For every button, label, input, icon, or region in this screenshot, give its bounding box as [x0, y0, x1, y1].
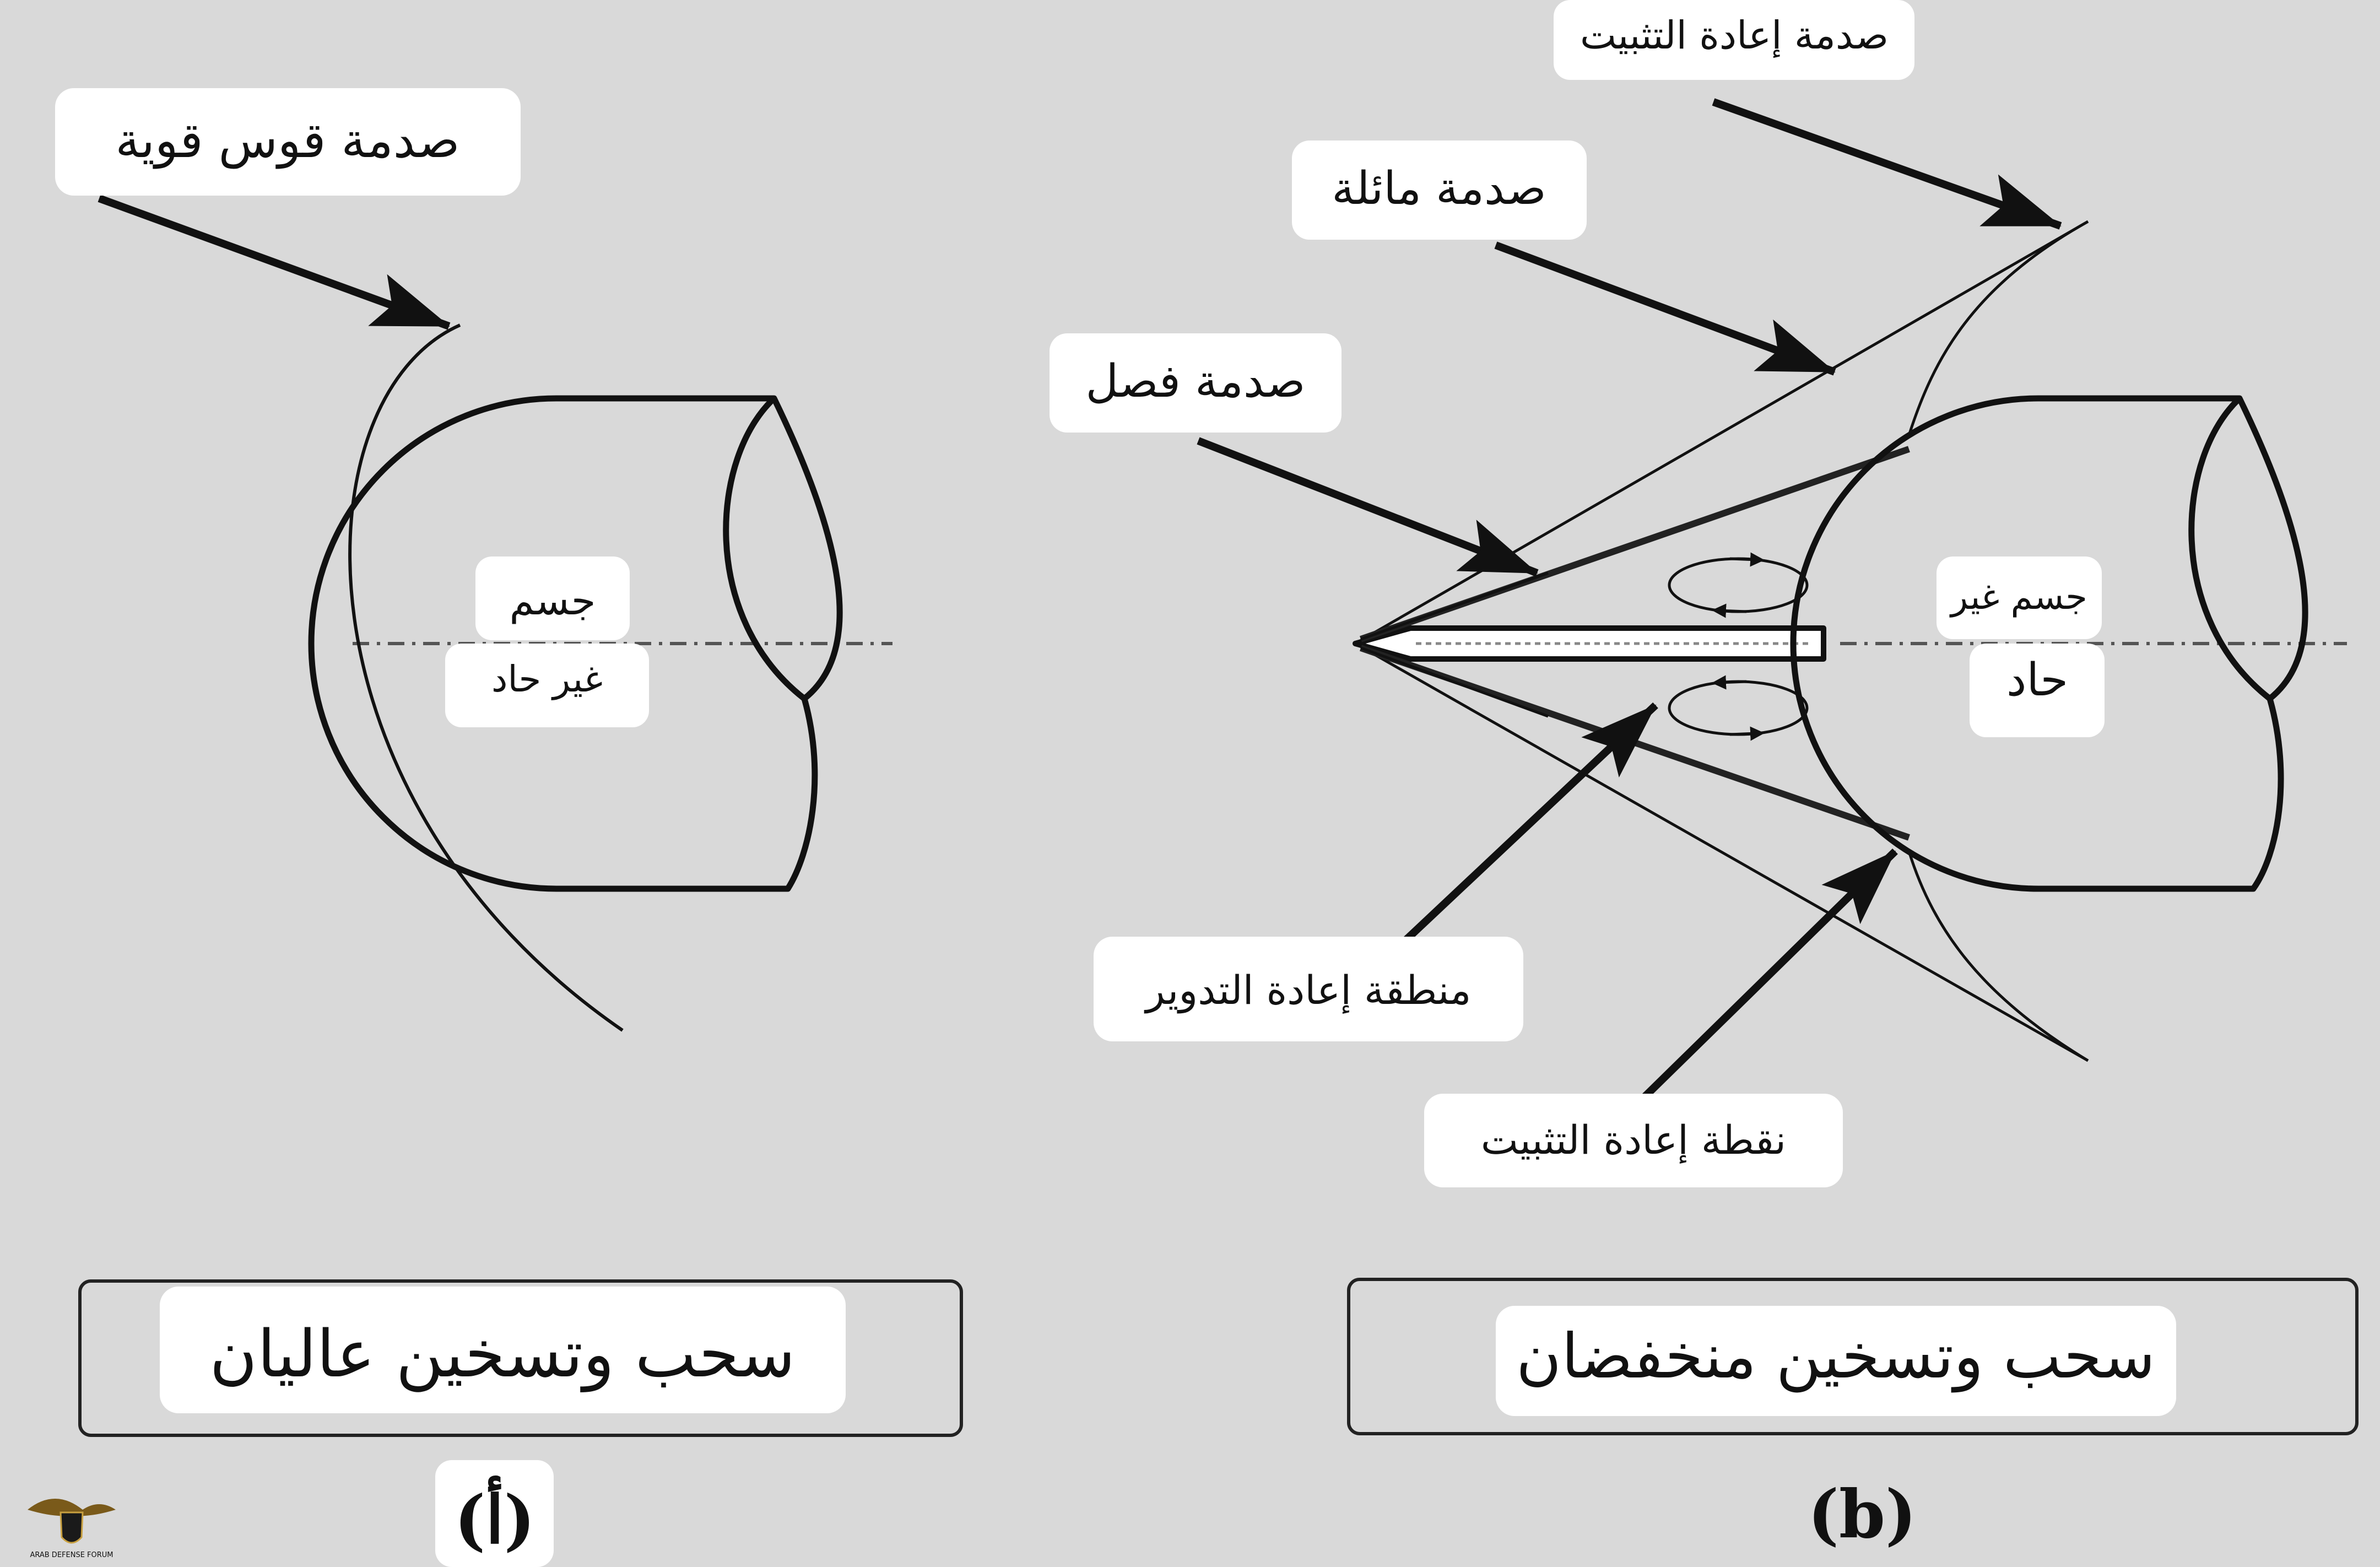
- caption-card-b: [1496, 1306, 2176, 1416]
- reattachment-shock-label-card: [1554, 0, 1914, 80]
- body-label-a-card-1: [475, 556, 630, 640]
- bow-shock-label-card: [55, 88, 521, 196]
- reattachment-shock-lower: [1907, 851, 2089, 1062]
- panel-tag-a: (أ): [455, 1476, 536, 1559]
- body-label-a-line1: جسم: [510, 577, 596, 624]
- recirculation-zone-pointer-arrow: [1377, 702, 1658, 968]
- eagle-shield-logo-icon: ARAB DEFENSE FORUM: [28, 1499, 116, 1559]
- oblique-shock-label: صدمة مائلة: [1332, 163, 1546, 215]
- logo-text: ARAB DEFENSE FORUM: [30, 1551, 113, 1559]
- caption-card-a: [160, 1287, 846, 1413]
- panel-tag-a-card: [435, 1460, 554, 1567]
- separation-shock-lower: [1360, 646, 1549, 718]
- recirculation-zone-label: منطقة إعادة التدوير: [1144, 967, 1472, 1014]
- oblique-shock-label-card: [1292, 141, 1587, 240]
- vortex-upper-arrow-top-icon: [1729, 552, 1765, 567]
- vortex-lower-arrow-top-icon: [1712, 675, 1747, 690]
- separation-shock-upper: [1360, 571, 1549, 641]
- caption-frame-a: [78, 1279, 963, 1437]
- body-label-a-card-2: [445, 644, 649, 727]
- blunt-body-rear-face-a: [723, 396, 807, 701]
- reattachment-point-label: نقطة إعادة التثبيت: [1481, 1117, 1786, 1164]
- bow-shock-label: صدمة قوس قوية: [115, 112, 459, 169]
- vortex-lower-arrow-bottom-icon: [1729, 726, 1765, 741]
- panel-b: صدمة إعادة التثبيت صدمة مائلة صدمة فصل م…: [1050, 0, 2359, 1553]
- reattachment-shock-pointer-arrow: [1712, 98, 2062, 230]
- caption-frame-b: [1347, 1278, 2359, 1435]
- caption-b: سحب وتسخين منخفضان: [1516, 1321, 2155, 1393]
- separation-shock-label: صدمة فصل: [1085, 355, 1305, 408]
- panel-tag-b: (b): [1808, 1476, 1916, 1553]
- blunt-body-rear-face-b: [2188, 396, 2272, 701]
- panel-a: صدمة قوس قوية جسم غير حاد سحب وتسخين عال…: [55, 88, 963, 1567]
- reattachment-point-pointer-arrow: [1620, 849, 1898, 1121]
- oblique-shock-pointer-arrow: [1494, 241, 1836, 376]
- vortex-upper-arrow-bottom-icon: [1712, 603, 1747, 618]
- body-label-b-line2: حاد: [2006, 654, 2068, 706]
- bow-shock-pointer-arrow: [98, 194, 451, 330]
- reattachment-shock-label: صدمة إعادة التثبيت: [1580, 13, 1889, 58]
- body-label-a-line2: غير حاد: [491, 658, 603, 700]
- bow-shock-curve: [348, 323, 624, 1032]
- body-label-b-line1: جسم غير: [1949, 577, 2087, 618]
- caption-a: سحب وتسخين عاليان: [209, 1316, 795, 1392]
- blunt-body-outline-b: [1790, 395, 2308, 892]
- body-label-b-card-2: [1970, 644, 2105, 737]
- reattachment-shock-upper: [1907, 220, 2089, 436]
- blunt-body-outline-a: [308, 395, 843, 892]
- reattachment-point-label-card: [1424, 1094, 1843, 1187]
- body-label-b-card-1: [1937, 556, 2102, 639]
- recirculation-zone-label-card: [1094, 937, 1523, 1041]
- separation-shock-label-card: [1050, 333, 1342, 433]
- separation-shock-pointer-arrow: [1197, 437, 1539, 577]
- oblique-shock-lower: [1354, 642, 2089, 1062]
